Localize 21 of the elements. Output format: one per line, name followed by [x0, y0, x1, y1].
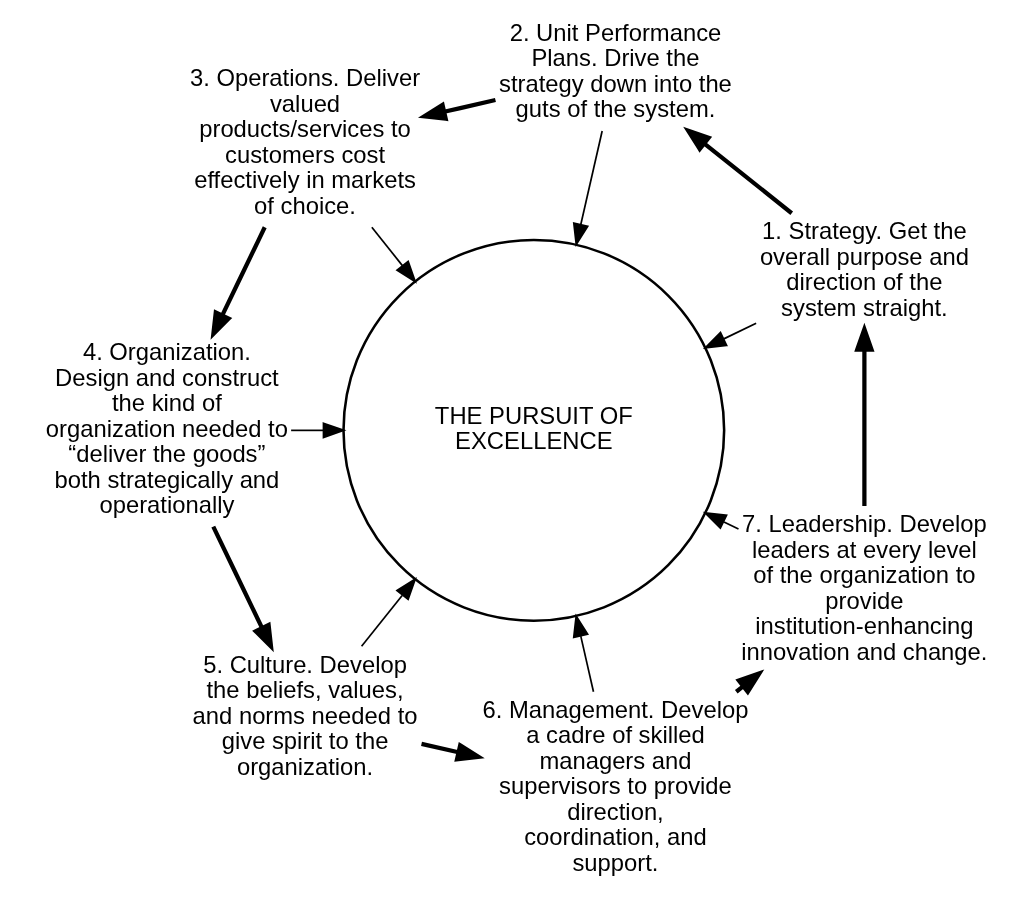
- node-text: 6. Management. Develop a cadre of skilled managers and supervisors to provide direction, coordination, and support.: [482, 695, 748, 876]
- arrow: [210, 226, 267, 340]
- arrow: [289, 422, 346, 439]
- arrow: [853, 322, 875, 506]
- arrow: [417, 97, 496, 122]
- arrow: [702, 511, 739, 530]
- arrow: [572, 613, 594, 693]
- node-text: 1. Strategy. Get the overall purpose and direction of the system straight.: [759, 217, 969, 321]
- node-text: 5. Culture. Develop the beliefs, values, and norms needed to give spirit to the organization.: [192, 650, 418, 780]
- arrow: [360, 577, 417, 648]
- arrow: [682, 126, 793, 215]
- node-text: 7. Leadership. Develop leaders at every level of the organization to provide institution-enhancing innovation and change.: [740, 510, 987, 665]
- arrow: [420, 741, 485, 762]
- node-text: 4. Organization. Design and construct the kind of organization needed to “deliver the goods” both strategically and operationally: [45, 338, 288, 519]
- node-text: 3. Operations. Deliver valued products/services to customers cost effectively in markets of choice.: [189, 64, 420, 219]
- arrow: [210, 525, 274, 653]
- node-circle: THE PURSUIT OF EXCELLENCE: [341, 238, 725, 622]
- node-text: 2. Unit Performance Plans. Drive the strategy down into the guts of the system.: [498, 18, 732, 123]
- arrow: [702, 322, 757, 349]
- arrow: [572, 130, 603, 248]
- arrow: [370, 226, 417, 284]
